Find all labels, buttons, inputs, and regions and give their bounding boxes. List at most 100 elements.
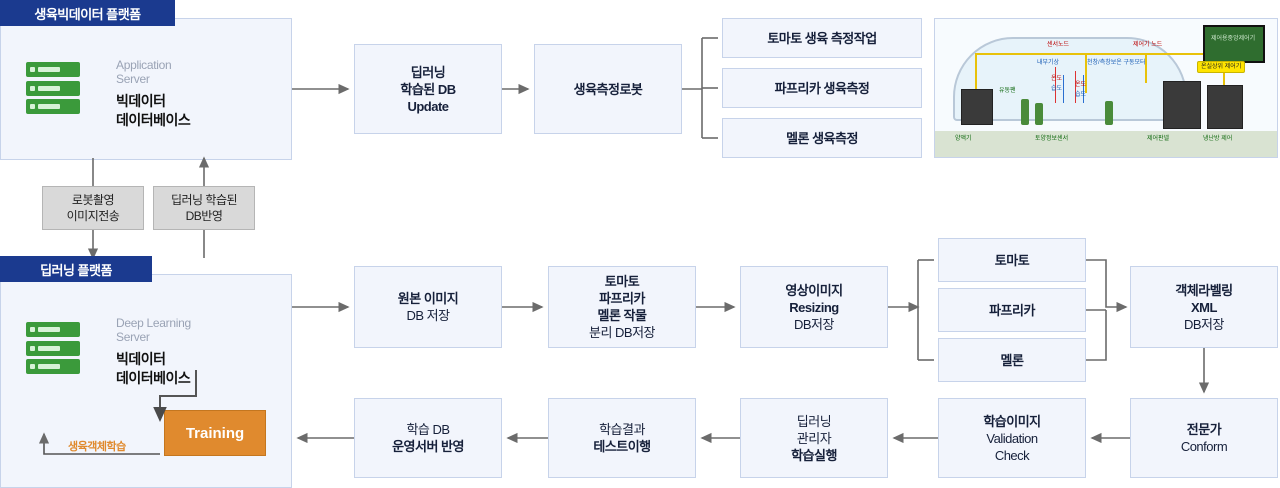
bottom-row1-resizing: 영상이미지 Resizing DB저장 xyxy=(740,266,888,348)
deep-learning-server-rack-icon xyxy=(26,322,80,374)
greenhouse-label-control-node: 제어기 노드 xyxy=(1133,42,1163,48)
greenhouse-label-nutrient: 양액기 xyxy=(955,136,972,142)
row1-1-line1: 토마토 xyxy=(604,274,640,289)
row1-2-line3: DB저장 xyxy=(794,316,834,332)
top-flow-robot: 생육측정로봇 xyxy=(534,44,682,134)
dl-server-label-line1: Deep Learning xyxy=(116,316,191,330)
connector-db-reflect-line1: 딥러닝 학습된 xyxy=(170,193,238,207)
nutrient-device xyxy=(961,89,993,125)
sensor-line-red-1 xyxy=(1055,67,1056,103)
row2-2-line3: 학습실행 xyxy=(791,447,837,463)
top-flow-db-update: 딥러닝 학습된 DB Update xyxy=(354,44,502,134)
xml-line1: 객체라벨링 xyxy=(1175,282,1233,298)
bigdata-db-title-line2: 데이터베이스 xyxy=(116,112,191,128)
sensor-line-red-2 xyxy=(1075,71,1076,103)
bottom-row1-xml-labeling: 객체라벨링 XML DB저장 xyxy=(1130,266,1278,348)
greenhouse-ground xyxy=(935,131,1277,157)
deep-learning-server-label: Deep Learning Server 빅데이터 데이터베이스 xyxy=(116,316,191,388)
bottom-row2-test-execution: 학습결과 테스트이행 xyxy=(548,398,696,478)
row2-3-line1: 학습결과 xyxy=(599,422,645,437)
plant-row-2 xyxy=(1035,103,1043,125)
greenhouse-diagram-image: 센서노드 제어기 노드 온실상위 제어기 내부기상 천창/측창보온 구동모터 온… xyxy=(934,18,1278,158)
learning-label: 생육객체학습 xyxy=(68,441,126,453)
greenhouse-label-window-motor: 천창/측창보온 구동모터 xyxy=(1087,60,1146,66)
row2-3-line2: 테스트이행 xyxy=(593,439,651,454)
dl-server-label-line2: Server xyxy=(116,330,150,344)
central-controller-screen xyxy=(1203,25,1265,63)
crop-box-tomato: 토마토 xyxy=(938,238,1086,282)
network-line-4 xyxy=(1085,53,1087,93)
greenhouse-label-sensor-node: 센서노드 xyxy=(1047,42,1070,48)
row1-1-line2: 파프리카 xyxy=(599,291,645,306)
greenhouse-label-temp-2: 온도 xyxy=(1075,82,1087,88)
connector-robot-upload-line1: 로봇촬영 xyxy=(71,193,115,207)
sensor-line-blue-2 xyxy=(1083,75,1084,103)
bottom-row2-validation-check: 학습이미지 Validation Check xyxy=(938,398,1086,478)
greenhouse-label-upper-controller: 온실상위 제어기 xyxy=(1197,61,1246,73)
row2-1-line2: Validation xyxy=(986,430,1038,446)
row2-1-line3: Check xyxy=(994,447,1030,463)
row1-1-line4: 분리 DB저장 xyxy=(588,325,656,340)
row1-0-line1: 원본 이미지 xyxy=(397,291,459,306)
control-panel-device xyxy=(1163,81,1201,129)
greenhouse-label-hvac: 냉난방 제어 xyxy=(1203,136,1233,142)
network-line-2 xyxy=(975,53,977,115)
connector-robot-upload: 로봇촬영 이미지전송 xyxy=(42,186,144,230)
dl-bigdata-db-title-line1: 빅데이터 xyxy=(116,351,166,367)
hvac-device xyxy=(1207,85,1243,129)
greenhouse-label-control-panel: 제어판넬 xyxy=(1147,136,1170,142)
row2-0-line1: 전문가 xyxy=(1186,422,1222,437)
row1-0-line2: DB 저장 xyxy=(406,308,450,323)
application-server-label-line1: Application xyxy=(116,58,172,72)
row2-2-line2: 관리자 xyxy=(796,430,832,446)
row2-2-line1: 딥러닝 xyxy=(796,413,832,429)
row2-0-line2: Conform xyxy=(1180,439,1228,454)
plant-row-1 xyxy=(1021,99,1029,125)
sensor-line-blue-1 xyxy=(1063,75,1064,103)
top-platform-tag: 생육빅데이터 플랫폼 xyxy=(0,0,175,26)
application-server-label: Application Server 빅데이터 데이터베이스 xyxy=(116,58,191,130)
training-box: Training xyxy=(164,410,266,456)
bottom-row1-original-image: 원본 이미지 DB 저장 xyxy=(354,266,502,348)
bottom-platform-tag: 딥러닝 플랫폼 xyxy=(0,256,152,282)
row2-1-line1: 학습이미지 xyxy=(983,413,1041,429)
dl-bigdata-db-title-line2: 데이터베이스 xyxy=(116,370,191,386)
crop-box-melon: 멜론 xyxy=(938,338,1086,382)
xml-line3: DB저장 xyxy=(1184,316,1224,332)
crop-box-paprika: 파프리카 xyxy=(938,288,1086,332)
xml-line2: XML xyxy=(1191,299,1217,315)
bottom-row2-expert-conform: 전문가 Conform xyxy=(1130,398,1278,478)
greenhouse-label-screen-text: 제어용중앙제어기 xyxy=(1211,36,1256,42)
greenhouse-scene: 센서노드 제어기 노드 온실상위 제어기 내부기상 천창/측창보온 구동모터 온… xyxy=(935,19,1277,157)
greenhouse-label-temp-1: 온도 xyxy=(1051,76,1063,82)
network-line-3 xyxy=(1223,53,1225,113)
bigdata-db-title-line1: 빅데이터 xyxy=(116,93,166,109)
connector-robot-upload-line2: 이미지전송 xyxy=(66,209,120,223)
greenhouse-label-fan: 유동팬 xyxy=(999,88,1016,94)
network-line-1 xyxy=(975,53,1225,55)
db-update-line3: Update xyxy=(407,98,449,114)
db-update-line2: 학습된 DB xyxy=(400,81,456,97)
bottom-row2-db-deploy: 학습 DB 운영서버 반영 xyxy=(354,398,502,478)
row1-2-line2: Resizing xyxy=(789,299,839,315)
bottom-row2-training-run: 딥러닝 관리자 학습실행 xyxy=(740,398,888,478)
greenhouse-label-soil-sensor: 토양정보센서 xyxy=(1035,136,1069,142)
application-server-rack-icon xyxy=(26,62,80,114)
application-server-label-line2: Server xyxy=(116,72,150,86)
greenhouse-label-hum-2: 습도 xyxy=(1075,92,1087,98)
row1-2-line1: 영상이미지 xyxy=(785,282,843,298)
greenhouse-label-inner-weather: 내부기상 xyxy=(1037,60,1060,66)
measure-box-paprika: 파프리카 생육측정 xyxy=(722,68,922,108)
measure-box-melon: 멜론 생육측정 xyxy=(722,118,922,158)
db-update-line1: 딥러닝 xyxy=(410,64,446,80)
row2-4-line1: 학습 DB xyxy=(406,422,450,437)
connector-db-reflect-line2: DB반영 xyxy=(185,209,223,223)
measure-box-tomato: 토마토 생육 측정작업 xyxy=(722,18,922,58)
row1-1-line3: 멜론 작물 xyxy=(597,308,647,323)
row2-4-line2: 운영서버 반영 xyxy=(392,439,464,454)
connector-db-reflect: 딥러닝 학습된 DB반영 xyxy=(153,186,255,230)
greenhouse-label-hum-1: 습도 xyxy=(1051,86,1063,92)
bottom-row1-crop-split: 토마토 파프리카 멜론 작물 분리 DB저장 xyxy=(548,266,696,348)
network-line-5 xyxy=(1145,53,1147,83)
plant-row-3 xyxy=(1105,101,1113,125)
